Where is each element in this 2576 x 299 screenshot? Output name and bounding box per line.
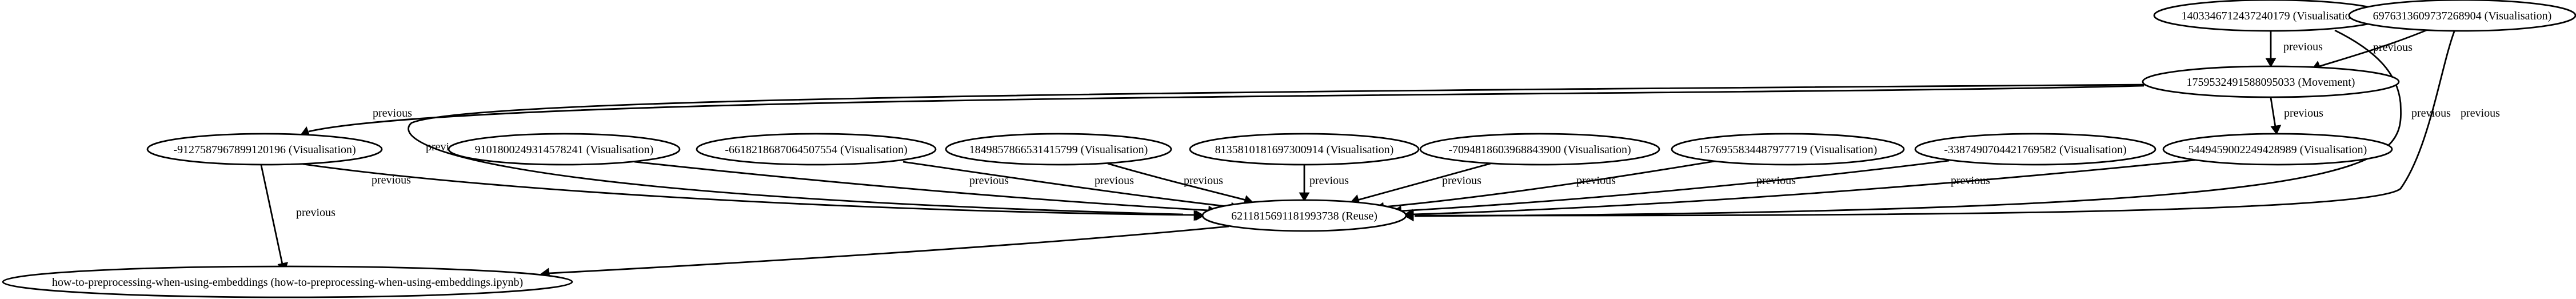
graph-node[interactable]: 1403346712437240179 (Visualisation) bbox=[2153, 0, 2389, 32]
edge-previous bbox=[540, 225, 1229, 279]
node-ellipse bbox=[2142, 65, 2400, 98]
edge-previous: previous bbox=[2265, 31, 2323, 67]
edge-arrowhead bbox=[1195, 210, 1205, 221]
edge-label: previous bbox=[2373, 41, 2413, 54]
edge-line bbox=[1414, 31, 2455, 217]
graph-node[interactable]: -7094818603968843900 (Visualisation) bbox=[1419, 133, 1660, 166]
edge-arrowhead bbox=[1299, 192, 1310, 202]
edge-line bbox=[2270, 97, 2277, 127]
edge-previous: previous bbox=[1403, 159, 2195, 220]
edge-previous: previous bbox=[2270, 97, 2323, 135]
graph-node[interactable]: -6618218687064507554 (Visualisation) bbox=[696, 133, 937, 166]
graph-node[interactable]: 6976313609737268904 (Visualisation) bbox=[2348, 0, 2576, 32]
node-ellipse bbox=[1201, 199, 1407, 232]
edge-label: previous bbox=[372, 174, 411, 186]
edge-line bbox=[1411, 159, 2195, 216]
edge-arrowhead bbox=[2265, 58, 2277, 67]
edge-line bbox=[2319, 28, 2430, 67]
node-ellipse bbox=[2162, 133, 2393, 166]
graph-node[interactable]: -3387490704421769582 (Visualisation) bbox=[1914, 133, 2156, 166]
node-label: 1759532491588095033 (Movement) bbox=[2187, 76, 2355, 89]
edge-previous: previous bbox=[1375, 160, 1715, 213]
edge-line bbox=[1383, 160, 1715, 208]
edge-line bbox=[408, 83, 2150, 216]
node-label: 6976313609737268904 (Visualisation) bbox=[2373, 10, 2552, 22]
edge-previous: previous bbox=[1404, 31, 2500, 221]
edge-line bbox=[260, 165, 283, 265]
edge-label: previous bbox=[1095, 174, 1134, 187]
edge-line bbox=[548, 225, 1229, 274]
edge-label: previous bbox=[1184, 174, 1223, 187]
node-label: 9101800249314578241 (Visualisation) bbox=[475, 143, 654, 156]
edge-label: previous bbox=[1309, 174, 1349, 187]
node-ellipse bbox=[2, 265, 573, 298]
graph-node[interactable]: -9127587967899120196 (Visualisation) bbox=[146, 133, 383, 166]
edge-line bbox=[634, 161, 1209, 212]
node-ellipse bbox=[945, 133, 1172, 166]
edge-line bbox=[1400, 160, 1950, 212]
edge-line bbox=[308, 85, 2144, 133]
edge-label: previous bbox=[1576, 174, 1616, 187]
node-label: how-to-preprocessing-when-using-embeddin… bbox=[52, 276, 523, 289]
node-label: 5449459002249428989 (Visualisation) bbox=[2188, 143, 2367, 156]
edge-label: previous bbox=[296, 206, 336, 219]
node-ellipse bbox=[1671, 133, 1905, 166]
node-label: 8135810181697300914 (Visualisation) bbox=[1215, 143, 1394, 156]
node-label: -6618218687064507554 (Visualisation) bbox=[725, 143, 907, 156]
edge-label: previous bbox=[1951, 174, 1990, 187]
node-ellipse bbox=[2348, 0, 2576, 32]
node-ellipse bbox=[1419, 133, 1660, 166]
graph-node[interactable]: 1576955834487977719 (Visualisation) bbox=[1671, 133, 1905, 166]
edge-previous: previous bbox=[2311, 28, 2430, 71]
edge-label: previous bbox=[969, 174, 1009, 187]
node-ellipse bbox=[1189, 133, 1420, 166]
edge-label: previous bbox=[2284, 107, 2323, 119]
edge-previous: previous bbox=[302, 163, 1205, 221]
graph-node[interactable]: 5449459002249428989 (Visualisation) bbox=[2162, 133, 2393, 166]
edge-label: previous bbox=[373, 107, 412, 119]
edge-label: previous bbox=[2283, 41, 2323, 53]
node-label: -9127587967899120196 (Visualisation) bbox=[173, 143, 356, 156]
edge-line bbox=[302, 163, 1198, 216]
edges-layer: previous previous previous previous previous… bbox=[260, 28, 2500, 279]
node-ellipse bbox=[448, 133, 681, 166]
edge-previous: previous bbox=[1299, 165, 1349, 202]
node-ellipse bbox=[696, 133, 937, 166]
edge-line bbox=[1357, 162, 1491, 201]
edge-line bbox=[902, 161, 1232, 208]
node-ellipse bbox=[146, 133, 383, 166]
graph-node[interactable]: how-to-preprocessing-when-using-embeddin… bbox=[2, 265, 573, 298]
edge-arrowhead bbox=[2270, 125, 2282, 135]
node-label: -3387490704421769582 (Visualisation) bbox=[1944, 143, 2126, 156]
edge-previous: previous bbox=[1404, 29, 2451, 222]
edge-label: previous bbox=[2461, 107, 2500, 119]
node-ellipse bbox=[1914, 133, 2156, 166]
edge-line bbox=[1414, 29, 2402, 217]
node-label: -7094818603968843900 (Visualisation) bbox=[1448, 143, 1631, 156]
node-label: 1403346712437240179 (Visualisation) bbox=[2182, 10, 2361, 22]
edge-arrowhead bbox=[1403, 209, 1413, 220]
edge-previous: previous bbox=[260, 165, 336, 273]
graph-node[interactable]: 8135810181697300914 (Visualisation) bbox=[1189, 133, 1420, 166]
edge-label: previous bbox=[1756, 174, 1796, 187]
edge-line bbox=[1107, 162, 1247, 201]
graph-node[interactable]: 1759532491588095033 (Movement) bbox=[2142, 65, 2400, 98]
graph-node[interactable]: 9101800249314578241 (Visualisation) bbox=[448, 133, 681, 166]
edge-label: previous bbox=[1442, 174, 1481, 187]
node-label: 1576955834487977719 (Visualisation) bbox=[1699, 143, 1878, 156]
node-label: 6211815691181993738 (Reuse) bbox=[1231, 210, 1377, 222]
graph-node[interactable]: 6211815691181993738 (Reuse) bbox=[1201, 199, 1407, 232]
node-label: 1849857866531415799 (Visualisation) bbox=[969, 143, 1148, 156]
graph-node[interactable]: 1849857866531415799 (Visualisation) bbox=[945, 133, 1172, 166]
